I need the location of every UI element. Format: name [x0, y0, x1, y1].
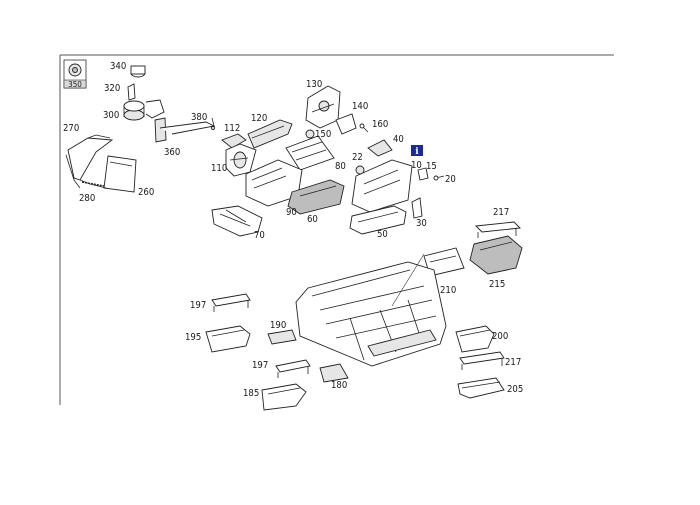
callout-200[interactable]: 200: [492, 331, 508, 342]
part-185[interactable]: [261, 383, 307, 411]
callout-205[interactable]: 205: [507, 384, 523, 395]
callout-140[interactable]: 140: [352, 101, 368, 112]
callout-320[interactable]: 320: [104, 83, 120, 94]
callout-70[interactable]: 70: [254, 230, 265, 241]
svg-text:i: i: [415, 147, 419, 157]
part-110[interactable]: [225, 143, 257, 177]
callout-90[interactable]: 90: [286, 207, 297, 218]
part-112[interactable]: [221, 133, 247, 149]
callout-190[interactable]: 190: [270, 320, 286, 331]
callout-217-top[interactable]: 217: [493, 207, 509, 218]
part-40[interactable]: [367, 139, 393, 157]
callout-150[interactable]: 150: [315, 129, 331, 140]
callout-380[interactable]: 380: [191, 112, 207, 123]
part-200[interactable]: [455, 325, 495, 353]
part-300[interactable]: [123, 99, 165, 121]
part-360[interactable]: [154, 117, 216, 143]
callout-60[interactable]: 60: [307, 214, 318, 225]
part-20[interactable]: [433, 175, 445, 181]
part-197-lower[interactable]: [275, 359, 311, 378]
callout-10[interactable]: 10: [411, 160, 422, 171]
info-icon[interactable]: i: [411, 145, 423, 157]
part-50[interactable]: [349, 205, 407, 235]
callout-197-upper[interactable]: 197: [190, 300, 206, 311]
part-340[interactable]: [130, 65, 146, 78]
callout-280[interactable]: 280: [79, 193, 95, 204]
part-190[interactable]: [267, 329, 297, 345]
part-150[interactable]: [305, 129, 315, 139]
part-195[interactable]: [205, 325, 251, 353]
part-270[interactable]: [65, 134, 114, 189]
thumb-label-bg: [63, 79, 87, 89]
part-60[interactable]: [287, 179, 345, 215]
callout-40[interactable]: 40: [393, 134, 404, 145]
callout-215[interactable]: 215: [489, 279, 505, 290]
part-280[interactable]: [79, 179, 107, 189]
thumbnail-350[interactable]: 350: [63, 59, 87, 89]
callout-50[interactable]: 50: [377, 229, 388, 240]
callout-270[interactable]: 270: [63, 123, 79, 134]
seat-frame[interactable]: [295, 253, 447, 367]
part-22[interactable]: [355, 165, 365, 175]
callout-22[interactable]: 22: [352, 152, 363, 163]
callout-197-lower[interactable]: 197: [252, 360, 268, 371]
part-80[interactable]: [285, 135, 335, 171]
part-197-upper[interactable]: [211, 293, 251, 312]
part-120[interactable]: [247, 119, 293, 149]
part-30[interactable]: [411, 197, 423, 219]
part-217-top[interactable]: [475, 221, 521, 238]
callout-20[interactable]: 20: [445, 174, 456, 185]
part-205[interactable]: [457, 377, 505, 399]
callout-340[interactable]: 340: [110, 61, 126, 72]
callout-260[interactable]: 260: [138, 187, 154, 198]
callout-130[interactable]: 130: [306, 79, 322, 90]
part-130[interactable]: [305, 85, 341, 129]
part-380[interactable]: [211, 117, 215, 130]
callout-15[interactable]: 15: [426, 161, 437, 172]
part-215[interactable]: [469, 235, 523, 275]
callout-300[interactable]: 300: [103, 110, 119, 121]
part-70[interactable]: [211, 205, 263, 237]
callout-120[interactable]: 120: [251, 113, 267, 124]
callout-160[interactable]: 160: [372, 119, 388, 130]
part-260[interactable]: [103, 155, 137, 193]
callout-112[interactable]: 112: [224, 123, 240, 134]
callout-110[interactable]: 110: [211, 163, 227, 174]
callout-217-bottom[interactable]: 217: [505, 357, 521, 368]
callout-210[interactable]: 210: [440, 285, 456, 296]
part-320[interactable]: [127, 83, 136, 101]
thumb-label: 350: [68, 80, 82, 89]
part-10[interactable]: [351, 159, 413, 213]
callout-360[interactable]: 360: [164, 147, 180, 158]
part-160[interactable]: [359, 123, 369, 133]
part-15[interactable]: [417, 167, 429, 181]
part-217-bottom[interactable]: [459, 351, 505, 370]
part-180[interactable]: [319, 363, 349, 383]
callout-30[interactable]: 30: [416, 218, 427, 229]
callout-80[interactable]: 80: [335, 161, 346, 172]
callout-195[interactable]: 195: [185, 332, 201, 343]
part-140[interactable]: [335, 113, 357, 135]
callout-180[interactable]: 180: [331, 380, 347, 391]
callout-185[interactable]: 185: [243, 388, 259, 399]
